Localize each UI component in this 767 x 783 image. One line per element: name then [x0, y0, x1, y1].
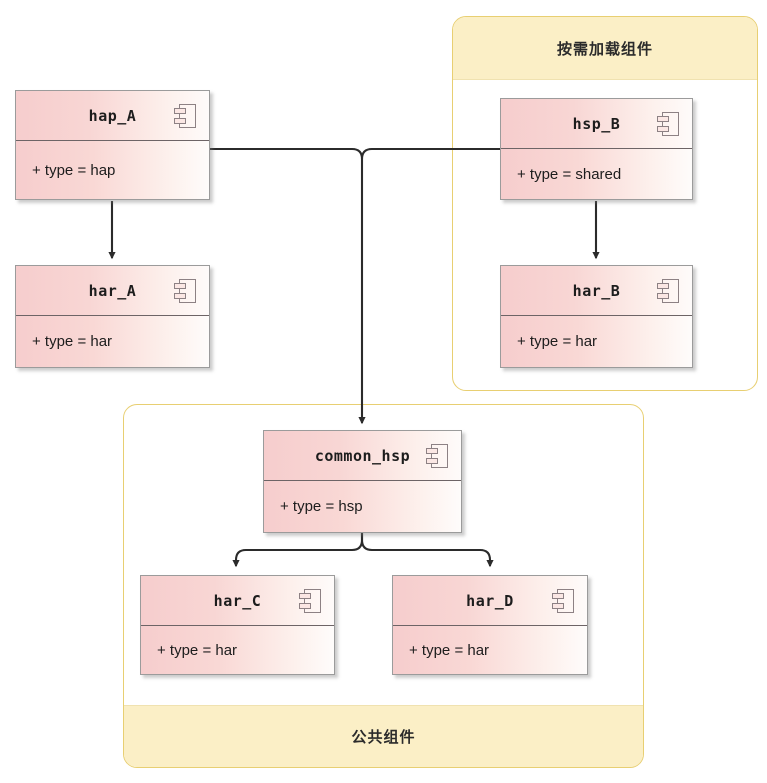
- node-hap-a-attribute: + type = hap: [32, 161, 116, 179]
- node-hap-a-title: hap_A: [88, 106, 137, 125]
- node-har-a[interactable]: har_A + type = har: [15, 265, 210, 368]
- uml-component-icon: [657, 278, 679, 303]
- node-har-b-title: har_B: [572, 281, 621, 300]
- node-hsp-b-header: hsp_B: [501, 99, 692, 149]
- node-har-d-title: har_D: [466, 591, 514, 610]
- uml-component-icon: [552, 588, 574, 613]
- node-hsp-b-title: hsp_B: [572, 114, 621, 133]
- uml-component-icon: [174, 278, 196, 303]
- node-hap-a[interactable]: hap_A + type = hap: [15, 90, 210, 200]
- group-common-label: 公共组件: [124, 705, 643, 767]
- node-har-b[interactable]: har_B + type = har: [500, 265, 693, 368]
- node-common-hsp[interactable]: common_hsp + type = hsp: [263, 430, 462, 533]
- node-hsp-b[interactable]: hsp_B + type = shared: [500, 98, 693, 200]
- node-har-a-body: + type = har: [16, 316, 209, 367]
- node-hap-a-body: + type = hap: [16, 141, 209, 199]
- node-har-d-body: + type = har: [393, 626, 587, 674]
- node-har-d-attribute: + type = har: [409, 641, 490, 659]
- node-har-c[interactable]: har_C + type = har: [140, 575, 335, 675]
- uml-component-icon: [299, 588, 321, 613]
- uml-component-icon: [657, 111, 679, 136]
- node-har-d[interactable]: har_D + type = har: [392, 575, 588, 675]
- node-har-c-title: har_C: [213, 591, 262, 610]
- node-har-c-attribute: + type = har: [157, 641, 238, 659]
- node-har-c-body: + type = har: [141, 626, 334, 674]
- node-hsp-b-body: + type = shared: [501, 149, 692, 199]
- node-common-hsp-title: common_hsp: [314, 446, 411, 465]
- node-common-hsp-body: + type = hsp: [264, 481, 461, 532]
- node-har-b-header: har_B: [501, 266, 692, 316]
- node-hap-a-header: hap_A: [16, 91, 209, 141]
- node-har-a-header: har_A: [16, 266, 209, 316]
- node-common-hsp-attribute: + type = hsp: [280, 498, 363, 515]
- uml-component-icon: [174, 103, 196, 128]
- uml-component-icon: [426, 443, 448, 468]
- node-common-hsp-header: common_hsp: [264, 431, 461, 481]
- node-har-a-attribute: + type = har: [32, 333, 113, 350]
- node-har-b-attribute: + type = har: [517, 333, 598, 350]
- node-har-b-body: + type = har: [501, 316, 692, 367]
- node-har-d-header: har_D: [393, 576, 587, 626]
- edge-hapA-to-junction: [210, 147, 364, 160]
- group-on-demand-label: 按需加载组件: [453, 17, 757, 80]
- node-har-a-title: har_A: [88, 281, 137, 300]
- node-hsp-b-attribute: + type = shared: [517, 165, 622, 183]
- node-har-c-header: har_C: [141, 576, 334, 626]
